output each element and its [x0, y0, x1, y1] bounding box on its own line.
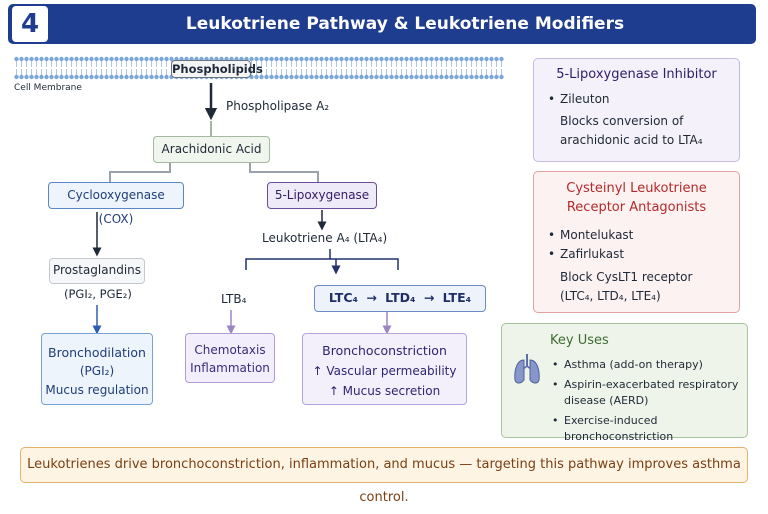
use-exercise-induced: Exercise-induced bronchoconstriction — [550, 413, 744, 445]
effect-chemotaxis: Chemotaxis — [194, 343, 266, 357]
antagonist-description-line: (LTC₄, LTD₄, LTE₄) — [560, 289, 661, 303]
inhibitor-description-line: Blocks conversion of — [560, 114, 684, 128]
cysteinyl-leukotrienes-box: LTC₄ → LTD₄ → LTE₄ — [314, 285, 486, 312]
use-asthma: Asthma (add-on therapy) — [550, 357, 744, 373]
lta4-label: Leukotriene A₄ (LTA₄) — [262, 231, 388, 245]
ltd4-label: LTD₄ — [385, 290, 416, 305]
key-uses-card: Key Uses Asthma (add-on therapy) Aspirin… — [501, 323, 748, 443]
drug-zileuton: Zileuton — [546, 92, 727, 106]
ltc4-label: LTC₄ — [328, 290, 358, 305]
effect-pgi2: (PGI₂) — [79, 364, 115, 378]
effect-inflammation: Inflammation — [190, 361, 270, 375]
header-bar — [8, 4, 756, 44]
prostaglandins-sublabel: (PGI₂, PGE₂) — [64, 287, 132, 301]
inhibitor-description-line: arachidonic acid to LTA₄ — [560, 133, 703, 147]
inhibitor-card-title: 5-Lipoxygenase Inhibitor — [556, 67, 717, 82]
conversion-arrow: → — [423, 290, 435, 305]
ltb4-effects-box: Chemotaxis Inflammation — [185, 333, 275, 383]
effect-mucus-regulation: Mucus regulation — [45, 383, 149, 397]
lte4-label: LTE₄ — [442, 290, 472, 305]
lipoxygenase-box: 5-Lipoxygenase — [267, 182, 377, 209]
effect-bronchodilation: Bronchodilation — [48, 345, 146, 360]
drug-montelukast: Montelukast — [546, 226, 727, 245]
antagonist-title-line: Cysteinyl Leukotriene — [566, 181, 707, 196]
cox-effects-box: Bronchodilation (PGI₂) Mucus regulation — [41, 333, 153, 405]
page-title: Leukotriene Pathway & Leukotriene Modifi… — [185, 14, 625, 34]
phospholipase-label: Phospholipase A₂ — [226, 99, 330, 113]
key-uses-title: Key Uses — [550, 333, 609, 348]
cyclooxygenase-box: Cyclooxygenase (COX) — [48, 182, 184, 226]
cell-membrane-label: Cell Membrane — [14, 83, 82, 93]
section-number-badge: 4 — [12, 6, 48, 42]
arachidonic-acid-box: Arachidonic Acid — [153, 136, 270, 163]
phospholipids-box: Phospholipids — [171, 60, 263, 78]
receptor-antagonists-card: Cysteinyl Leukotriene Receptor Antagonis… — [533, 171, 740, 313]
ltb4-label: LTB₄ — [221, 292, 247, 306]
lipoxygenase-inhibitor-card: 5-Lipoxygenase Inhibitor Zileuton Blocks… — [533, 58, 740, 162]
branch-arachidonic — [109, 163, 319, 182]
antagonist-description-line: Block CysLT1 receptor — [560, 270, 693, 284]
cell-membrane-graphic — [14, 56, 504, 80]
antagonist-title-line: Receptor Antagonists — [566, 200, 707, 215]
conversion-arrow: → — [366, 290, 377, 305]
cyslt-effects-box: Bronchoconstriction ↑ Vascular permeabil… — [302, 333, 467, 405]
drug-zafirlukast: Zafirlukast — [546, 245, 727, 264]
summary-footer: Leukotrienes drive bronchoconstriction, … — [20, 447, 748, 505]
lungs-icon — [514, 354, 540, 384]
prostaglandins-box: Prostaglandins — [49, 258, 145, 284]
use-aerd: Aspirin-exacerbated respiratory disease … — [550, 377, 744, 409]
effect-bronchoconstriction: Bronchoconstriction — [322, 343, 447, 358]
branch-lta4 — [245, 249, 399, 270]
effect-vascular-permeability: ↑ Vascular permeability — [312, 364, 457, 378]
effect-mucus-secretion: ↑ Mucus secretion — [328, 384, 441, 398]
antagonist-card-title: Cysteinyl Leukotriene Receptor Antagonis… — [546, 179, 727, 217]
